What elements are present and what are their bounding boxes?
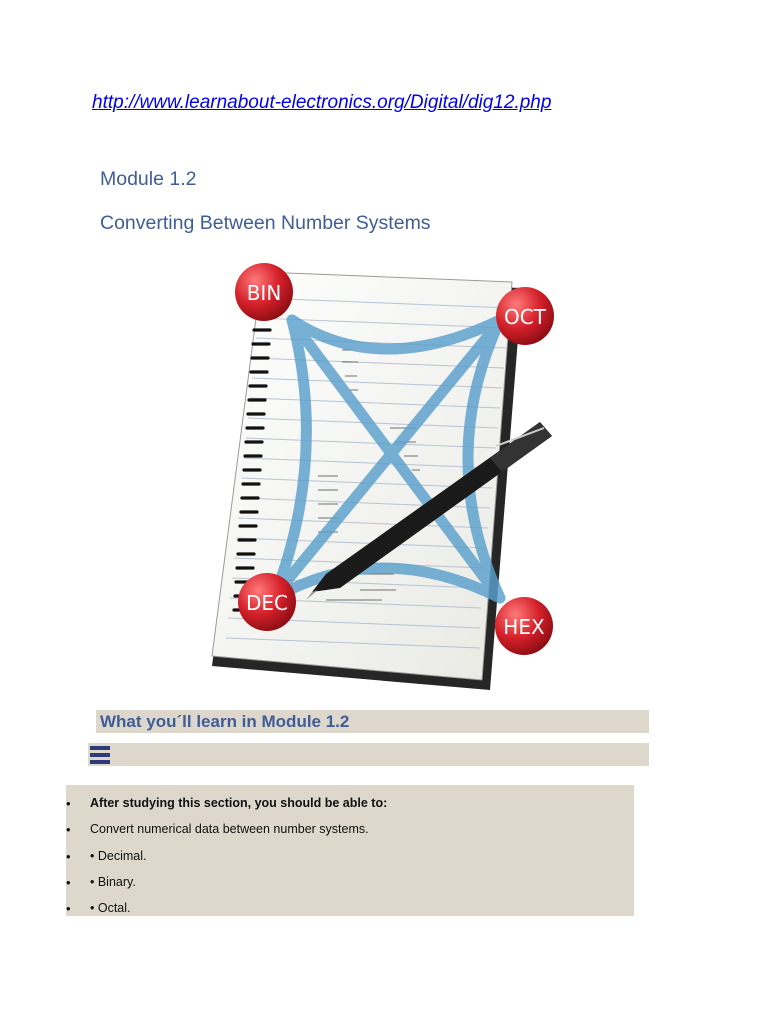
learn-heading: What you´ll learn in Module 1.2 xyxy=(100,711,350,731)
list-item-text: • Decimal. xyxy=(90,849,147,863)
list-item-text: • Octal. xyxy=(90,901,131,915)
source-url-link[interactable]: http://www.learnabout-electronics.org/Di… xyxy=(92,92,552,113)
dec-badge: DEC xyxy=(238,573,296,631)
hamburger-menu-icon[interactable] xyxy=(90,746,110,764)
menu-bar xyxy=(88,743,649,766)
list-item-text: After studying this section, you should … xyxy=(90,796,388,810)
number-systems-illustration: BIN OCT DEC HEX xyxy=(211,263,554,690)
module-number: Module 1.2 xyxy=(100,168,197,190)
spiral-binding xyxy=(232,328,272,612)
hex-badge: HEX xyxy=(495,597,553,655)
bullet-icon: • xyxy=(66,901,71,916)
list-item-text: Convert numerical data between number sy… xyxy=(90,822,369,836)
learn-heading-bar: What you´ll learn in Module 1.2 xyxy=(96,710,649,733)
oct-label: OCT xyxy=(504,305,547,329)
bin-label: BIN xyxy=(247,281,282,305)
bullet-icon: • xyxy=(66,849,71,864)
objectives-list-panel: • After studying this section, you shoul… xyxy=(66,785,634,916)
bullet-icon: • xyxy=(66,875,71,890)
module-title: Converting Between Number Systems xyxy=(100,212,431,234)
hex-label: HEX xyxy=(503,615,545,639)
bullet-icon: • xyxy=(66,822,71,837)
bullet-icon: • xyxy=(66,796,71,811)
bin-badge: BIN xyxy=(235,263,293,321)
dec-label: DEC xyxy=(246,591,288,615)
oct-badge: OCT xyxy=(496,287,554,345)
conversion-arrows xyxy=(268,314,506,604)
list-item-text: • Binary. xyxy=(90,875,136,889)
pen-icon xyxy=(306,422,552,600)
